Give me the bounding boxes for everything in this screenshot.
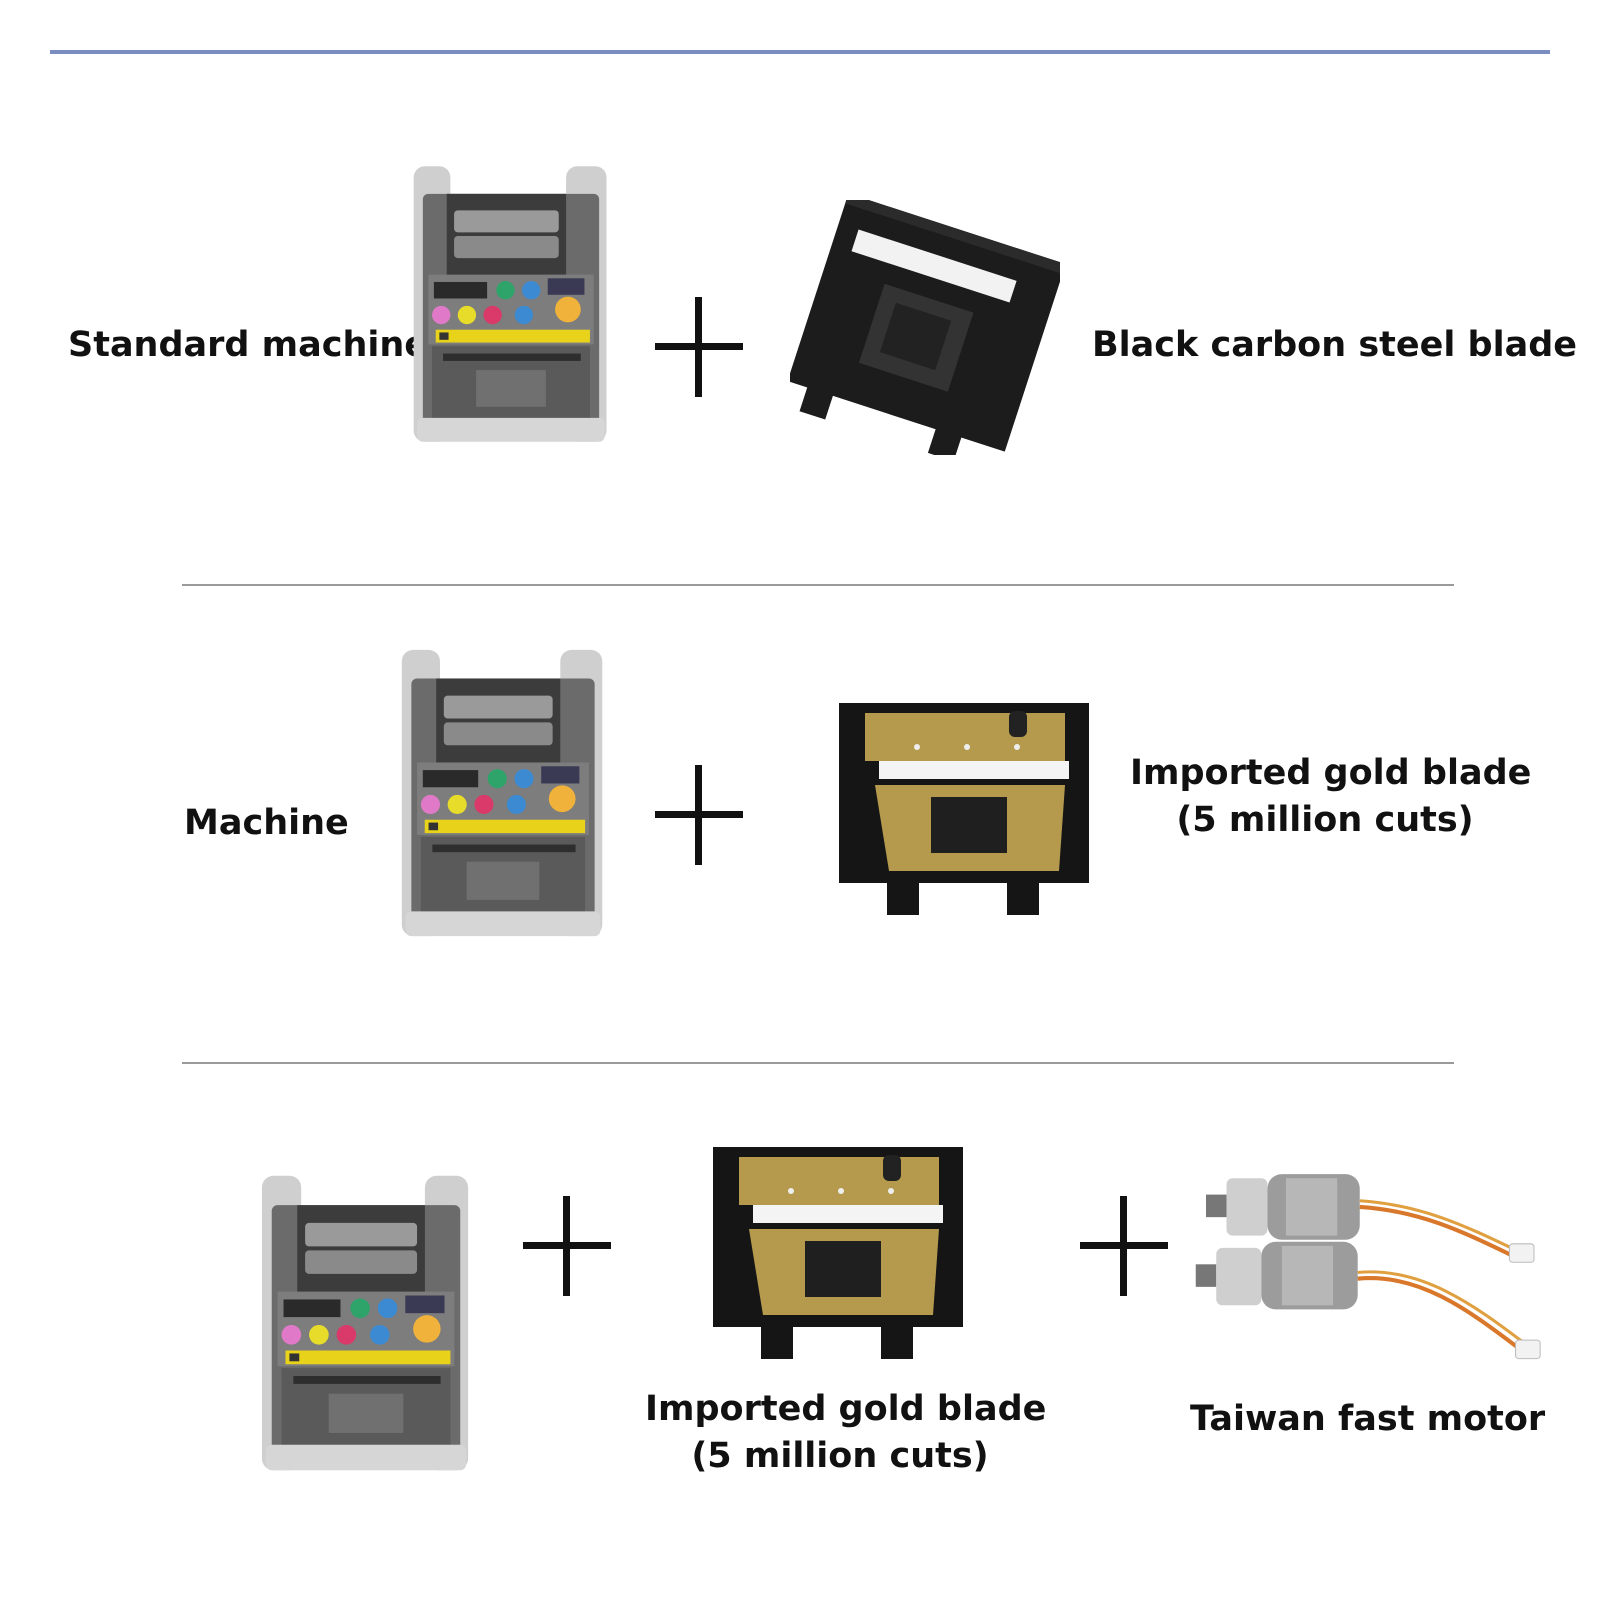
gold-blade-label-line1: Imported gold blade xyxy=(645,1389,1047,1429)
section-divider xyxy=(182,1062,1454,1064)
standard-machine-label: Standard machine xyxy=(68,325,429,365)
plus-icon xyxy=(523,1196,611,1296)
gold-blade-image xyxy=(712,1147,964,1362)
motor-image xyxy=(1195,1170,1545,1375)
gold-blade-label-line2: (5 million cuts) xyxy=(691,1436,989,1477)
gold-blade-label: Imported gold blade (5 million cuts) xyxy=(1130,750,1532,845)
plus-icon xyxy=(655,765,743,865)
section-divider xyxy=(182,584,1454,586)
plus-icon xyxy=(655,297,743,397)
top-divider xyxy=(50,50,1550,54)
gold-blade-label-line2: (5 million cuts) xyxy=(1176,800,1474,841)
plus-icon xyxy=(1080,1196,1168,1296)
tape-dispenser-machine-image xyxy=(258,1164,474,1482)
tape-dispenser-machine-image xyxy=(410,150,612,458)
machine-label: Machine xyxy=(184,803,349,843)
tape-dispenser-machine-image xyxy=(398,635,608,951)
black-blade-label: Black carbon steel blade xyxy=(1092,325,1578,365)
gold-blade-image xyxy=(838,703,1090,918)
gold-blade-label: Imported gold blade (5 million cuts) xyxy=(645,1386,1047,1481)
motor-label: Taiwan fast motor xyxy=(1190,1399,1546,1439)
gold-blade-label-line1: Imported gold blade xyxy=(1130,753,1532,793)
black-blade-image xyxy=(790,200,1060,455)
